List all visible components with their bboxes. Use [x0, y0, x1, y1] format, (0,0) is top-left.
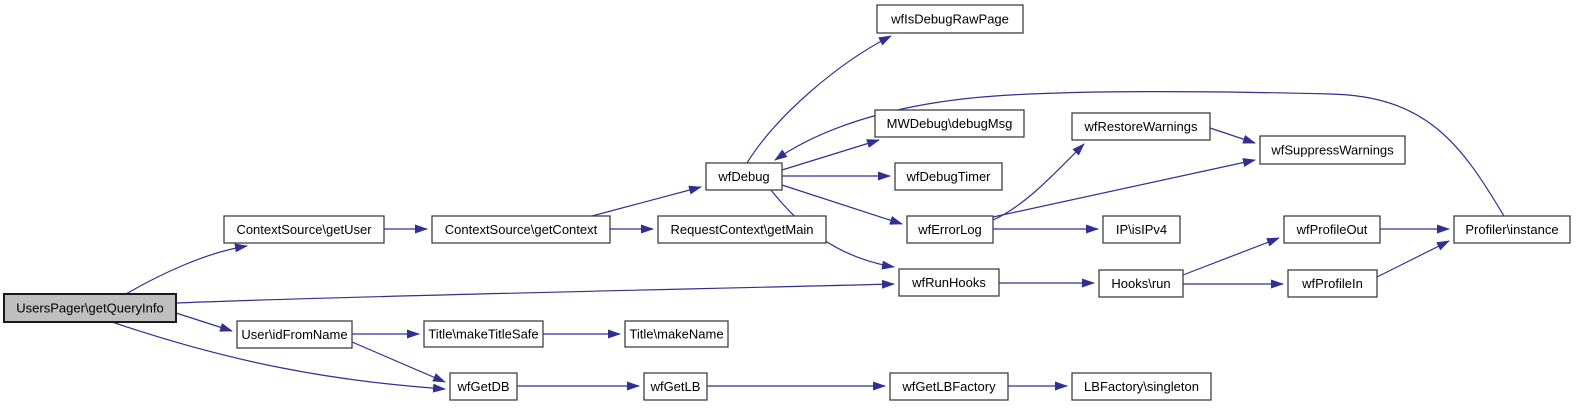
node-label-debugMsg: MWDebug\debugMsg	[887, 116, 1013, 131]
node-box-getUser	[223, 215, 385, 244]
node-box-wfErrorLog	[906, 215, 994, 244]
node-label-getQueryInfo: UsersPager\getQueryInfo	[16, 301, 163, 316]
node-box-wfDebug	[705, 162, 783, 191]
node-isIPv4[interactable]: IP\isIPv4	[1102, 215, 1181, 244]
node-box-profilerInstance	[1453, 215, 1571, 244]
node-box-hooksRun	[1098, 269, 1184, 298]
node-box-getMain	[657, 215, 827, 244]
node-box-wfSuppressWarnings	[1259, 135, 1406, 165]
node-box-wfIsDebugRawPage	[876, 4, 1024, 34]
node-box-lbfSingleton	[1071, 372, 1212, 401]
node-label-lbfSingleton: LBFactory\singleton	[1084, 379, 1199, 394]
node-box-makeName	[624, 320, 729, 348]
node-box-idFromName	[236, 320, 353, 349]
edge-wfRestoreWarnings-wfSuppressWarnings	[1209, 127, 1256, 144]
node-wfGetDB[interactable]: wfGetDB	[449, 372, 518, 401]
edge-wfErrorLog-wfSuppressWarnings	[992, 158, 1256, 218]
node-label-makeName: Title\makeName	[629, 327, 723, 342]
node-getMain[interactable]: RequestContext\getMain	[657, 215, 827, 244]
node-label-wfGetLBFactory: wfGetLBFactory	[901, 379, 996, 394]
node-label-wfDebugTimer: wfDebugTimer	[905, 169, 991, 184]
node-label-wfErrorLog: wfErrorLog	[917, 222, 982, 237]
node-wfGetLBFactory[interactable]: wfGetLBFactory	[889, 372, 1009, 401]
node-box-getContext	[431, 215, 611, 244]
node-label-getContext: ContextSource\getContext	[445, 222, 598, 237]
edge-getQueryInfo-wfGetDB	[111, 321, 446, 393]
edge-wfDebug-wfErrorLog	[781, 184, 903, 225]
node-box-wfGetLB	[643, 372, 708, 401]
edge-getContext-wfDebug	[591, 185, 702, 217]
edge-wfProfileIn-profilerInstance	[1376, 240, 1450, 278]
node-label-wfProfileIn: wfProfileIn	[1301, 276, 1363, 291]
node-label-wfGetDB: wfGetDB	[456, 379, 509, 394]
edge-hooksRun-wfProfileOut	[1182, 237, 1280, 276]
node-box-wfRunHooks	[898, 268, 1000, 297]
node-box-isIPv4	[1102, 215, 1181, 244]
node-wfSuppressWarnings[interactable]: wfSuppressWarnings	[1259, 135, 1406, 165]
node-wfDebugTimer[interactable]: wfDebugTimer	[894, 162, 1003, 191]
node-box-wfProfileIn	[1287, 269, 1378, 298]
edge-idFromName-wfGetDB	[351, 341, 446, 383]
node-box-wfGetDB	[449, 372, 518, 401]
node-wfGetLB[interactable]: wfGetLB	[643, 372, 708, 401]
node-debugMsg[interactable]: MWDebug\debugMsg	[874, 109, 1025, 138]
node-wfRestoreWarnings[interactable]: wfRestoreWarnings	[1071, 112, 1211, 141]
node-hooksRun[interactable]: Hooks\run	[1098, 269, 1184, 298]
node-label-profilerInstance: Profiler\instance	[1465, 222, 1558, 237]
node-label-getMain: RequestContext\getMain	[670, 222, 813, 237]
node-label-wfProfileOut: wfProfileOut	[1296, 222, 1368, 237]
node-box-wfRestoreWarnings	[1071, 112, 1211, 141]
edge-wfDebug-debugMsg	[781, 139, 880, 171]
node-box-wfGetLBFactory	[889, 372, 1009, 401]
edge-wfDebug-wfIsDebugRawPage	[746, 35, 892, 164]
node-box-makeTitleSafe	[423, 320, 544, 348]
node-label-isIPv4: IP\isIPv4	[1116, 222, 1167, 237]
node-box-wfProfileOut	[1283, 215, 1381, 244]
edge-getQueryInfo-getUser	[125, 243, 248, 295]
node-box-wfDebugTimer	[894, 162, 1003, 191]
node-makeName[interactable]: Title\makeName	[624, 320, 729, 348]
edge-getQueryInfo-wfRunHooks	[175, 279, 895, 304]
node-getContext[interactable]: ContextSource\getContext	[431, 215, 611, 244]
node-getUser[interactable]: ContextSource\getUser	[223, 215, 385, 244]
node-label-wfGetLB: wfGetLB	[650, 379, 701, 394]
node-label-hooksRun: Hooks\run	[1111, 276, 1170, 291]
node-label-wfRunHooks: wfRunHooks	[911, 275, 986, 290]
node-makeTitleSafe[interactable]: Title\makeTitleSafe	[423, 320, 544, 348]
node-label-wfIsDebugRawPage: wfIsDebugRawPage	[890, 12, 1009, 27]
node-box-debugMsg	[874, 109, 1025, 138]
edge-wfErrorLog-wfRestoreWarnings	[992, 143, 1085, 221]
node-wfErrorLog[interactable]: wfErrorLog	[906, 215, 994, 244]
node-lbfSingleton[interactable]: LBFactory\singleton	[1071, 372, 1212, 401]
node-wfIsDebugRawPage[interactable]: wfIsDebugRawPage	[876, 4, 1024, 34]
node-label-getUser: ContextSource\getUser	[236, 222, 372, 237]
node-wfDebug[interactable]: wfDebug	[705, 162, 783, 191]
node-idFromName[interactable]: User\idFromName	[236, 320, 353, 349]
node-label-wfSuppressWarnings: wfSuppressWarnings	[1270, 143, 1394, 158]
node-label-makeTitleSafe: Title\makeTitleSafe	[428, 327, 538, 342]
node-label-wfRestoreWarnings: wfRestoreWarnings	[1084, 119, 1198, 134]
node-wfProfileIn[interactable]: wfProfileIn	[1287, 269, 1378, 298]
node-wfRunHooks[interactable]: wfRunHooks	[898, 268, 1000, 297]
edge-getQueryInfo-idFromName	[175, 312, 233, 332]
node-box-getQueryInfo	[3, 293, 177, 323]
node-label-idFromName: User\idFromName	[241, 327, 347, 342]
node-getQueryInfo: UsersPager\getQueryInfo	[3, 293, 177, 323]
node-profilerInstance[interactable]: Profiler\instance	[1453, 215, 1571, 244]
node-wfProfileOut[interactable]: wfProfileOut	[1283, 215, 1381, 244]
node-label-wfDebug: wfDebug	[717, 169, 769, 184]
